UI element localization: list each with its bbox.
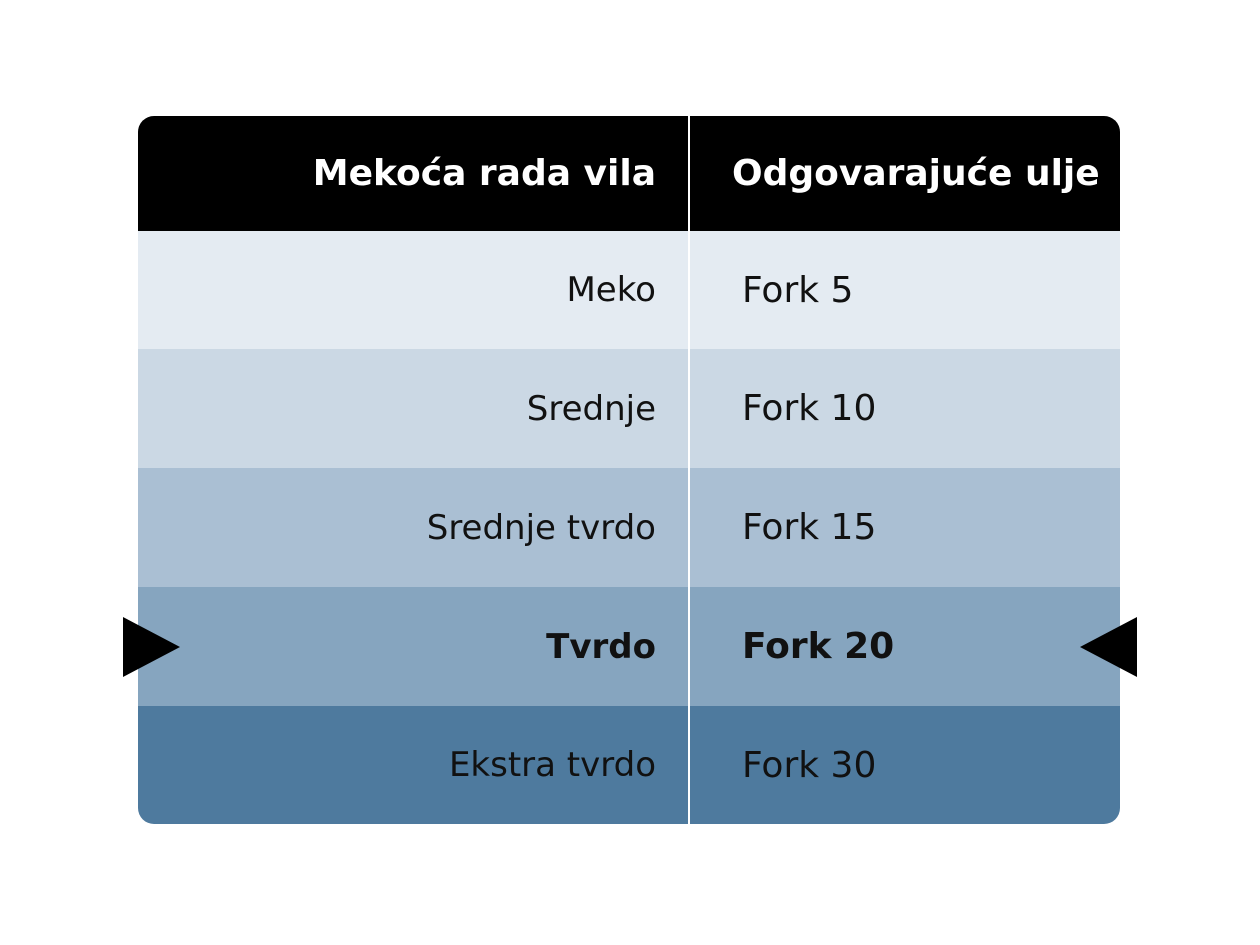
hardness-cell: Ekstra tvrdo	[448, 745, 656, 785]
hardness-cell: Meko	[566, 270, 656, 310]
header-oil: Odgovarajuće ulje	[732, 152, 1100, 194]
fork-oil-table: Mekoća rada vila Odgovarajuće ulje Meko …	[138, 116, 1120, 824]
table-row: Srednje Fork 10	[138, 349, 1120, 468]
left-pointing-triangle-icon	[1080, 617, 1137, 677]
table-row-highlighted: Tvrdo Fork 20	[138, 587, 1120, 706]
column-divider	[688, 116, 690, 824]
right-pointing-triangle-icon	[123, 617, 180, 677]
oil-cell: Fork 15	[742, 507, 877, 548]
hardness-cell: Srednje tvrdo	[426, 507, 656, 548]
table-row: Meko Fork 5	[138, 231, 1120, 349]
table-row: Ekstra tvrdo Fork 30	[138, 706, 1120, 824]
hardness-cell: Srednje	[526, 388, 656, 429]
table-row: Srednje tvrdo Fork 15	[138, 468, 1120, 587]
oil-cell: Fork 5	[742, 269, 854, 311]
oil-cell: Fork 10	[742, 388, 877, 429]
oil-cell: Fork 20	[742, 626, 895, 667]
header-hardness: Mekoća rada vila	[312, 153, 656, 194]
hardness-cell: Tvrdo	[546, 626, 656, 667]
table-header: Mekoća rada vila Odgovarajuće ulje	[138, 116, 1120, 231]
oil-cell: Fork 30	[742, 744, 877, 786]
